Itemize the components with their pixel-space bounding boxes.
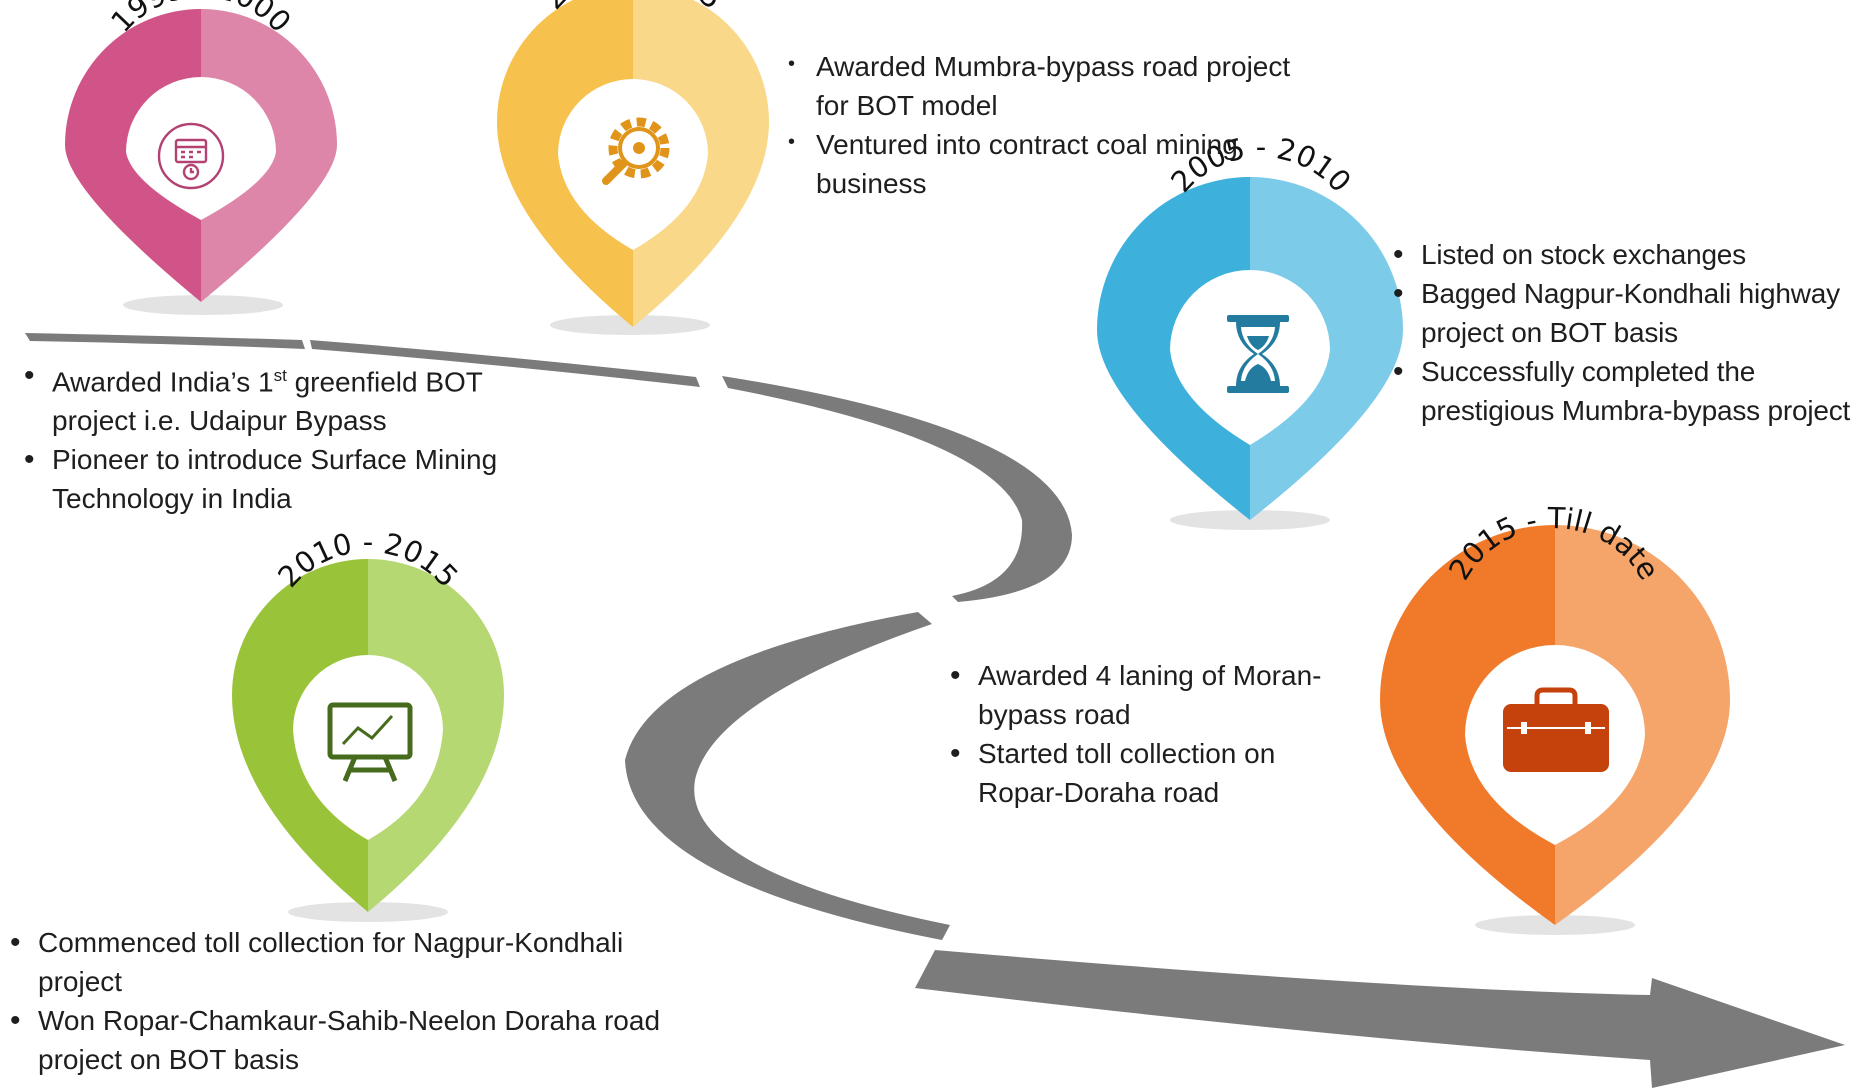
milestone-2015-till-date-bullets: Awarded 4 laning of Moran-bypass road St… (950, 656, 1350, 812)
gear-search-icon (602, 117, 670, 185)
pin-2000-2005: 2000 - 2005 (497, 0, 769, 327)
hourglass-icon (1227, 315, 1289, 393)
road-segment-1 (25, 333, 305, 349)
briefcase-icon (1503, 687, 1609, 772)
pin-inner-window (293, 655, 443, 840)
road-segment-2 (310, 340, 700, 387)
bullet-item: Won Ropar-Chamkaur-Sahib-Neelon Doraha r… (10, 1001, 690, 1079)
pin-shadow-2000 (550, 315, 710, 335)
road (25, 333, 1845, 1088)
pin-inner-window (126, 77, 276, 220)
road-segment-4 (625, 612, 950, 940)
calendar-clock-icon (157, 122, 225, 190)
bullet-item: Pioneer to introduce Surface Mining Tech… (24, 440, 504, 518)
milestone-2010-2015-bullets: Commenced toll collection for Nagpur-Kon… (10, 923, 690, 1079)
presentation-chart-icon (327, 702, 413, 782)
bullet-item: Awarded India’s 1st greenfield BOT proje… (24, 356, 504, 440)
bullet-item: Ventured into contract coal mining busin… (788, 123, 1308, 203)
bullet-item: Listed on stock exchanges (1393, 235, 1867, 274)
bullet-item: Started toll collection on Ropar-Doraha … (950, 734, 1350, 812)
pin-2015-till-date: 2015 - Till date (1380, 501, 1730, 925)
road-segment-3 (722, 376, 1072, 602)
milestone-1995-2000-bullets: Awarded India’s 1st greenfield BOT proje… (24, 356, 504, 518)
bullet-item: Awarded 4 laning of Moran-bypass road (950, 656, 1350, 734)
bullet-item: Commenced toll collection for Nagpur-Kon… (10, 923, 690, 1001)
road-arrow (915, 950, 1845, 1088)
pin-shadow-1995 (123, 295, 283, 315)
bullet-item: Awarded Mumbra-bypass road project for B… (788, 45, 1308, 125)
milestone-2000-2005-bullets: Awarded Mumbra-bypass road project for B… (788, 45, 1308, 203)
pin-1995-2000: 1995 - 2000 (65, 0, 337, 302)
bullet-item: Bagged Nagpur-Kondhali highway project o… (1393, 274, 1867, 352)
pin-2010-2015: 2010 - 2015 (232, 525, 504, 912)
bullet-item: Successfully completed the prestigious M… (1393, 352, 1867, 430)
milestone-2005-2010-bullets: Listed on stock exchanges Bagged Nagpur-… (1393, 235, 1867, 430)
